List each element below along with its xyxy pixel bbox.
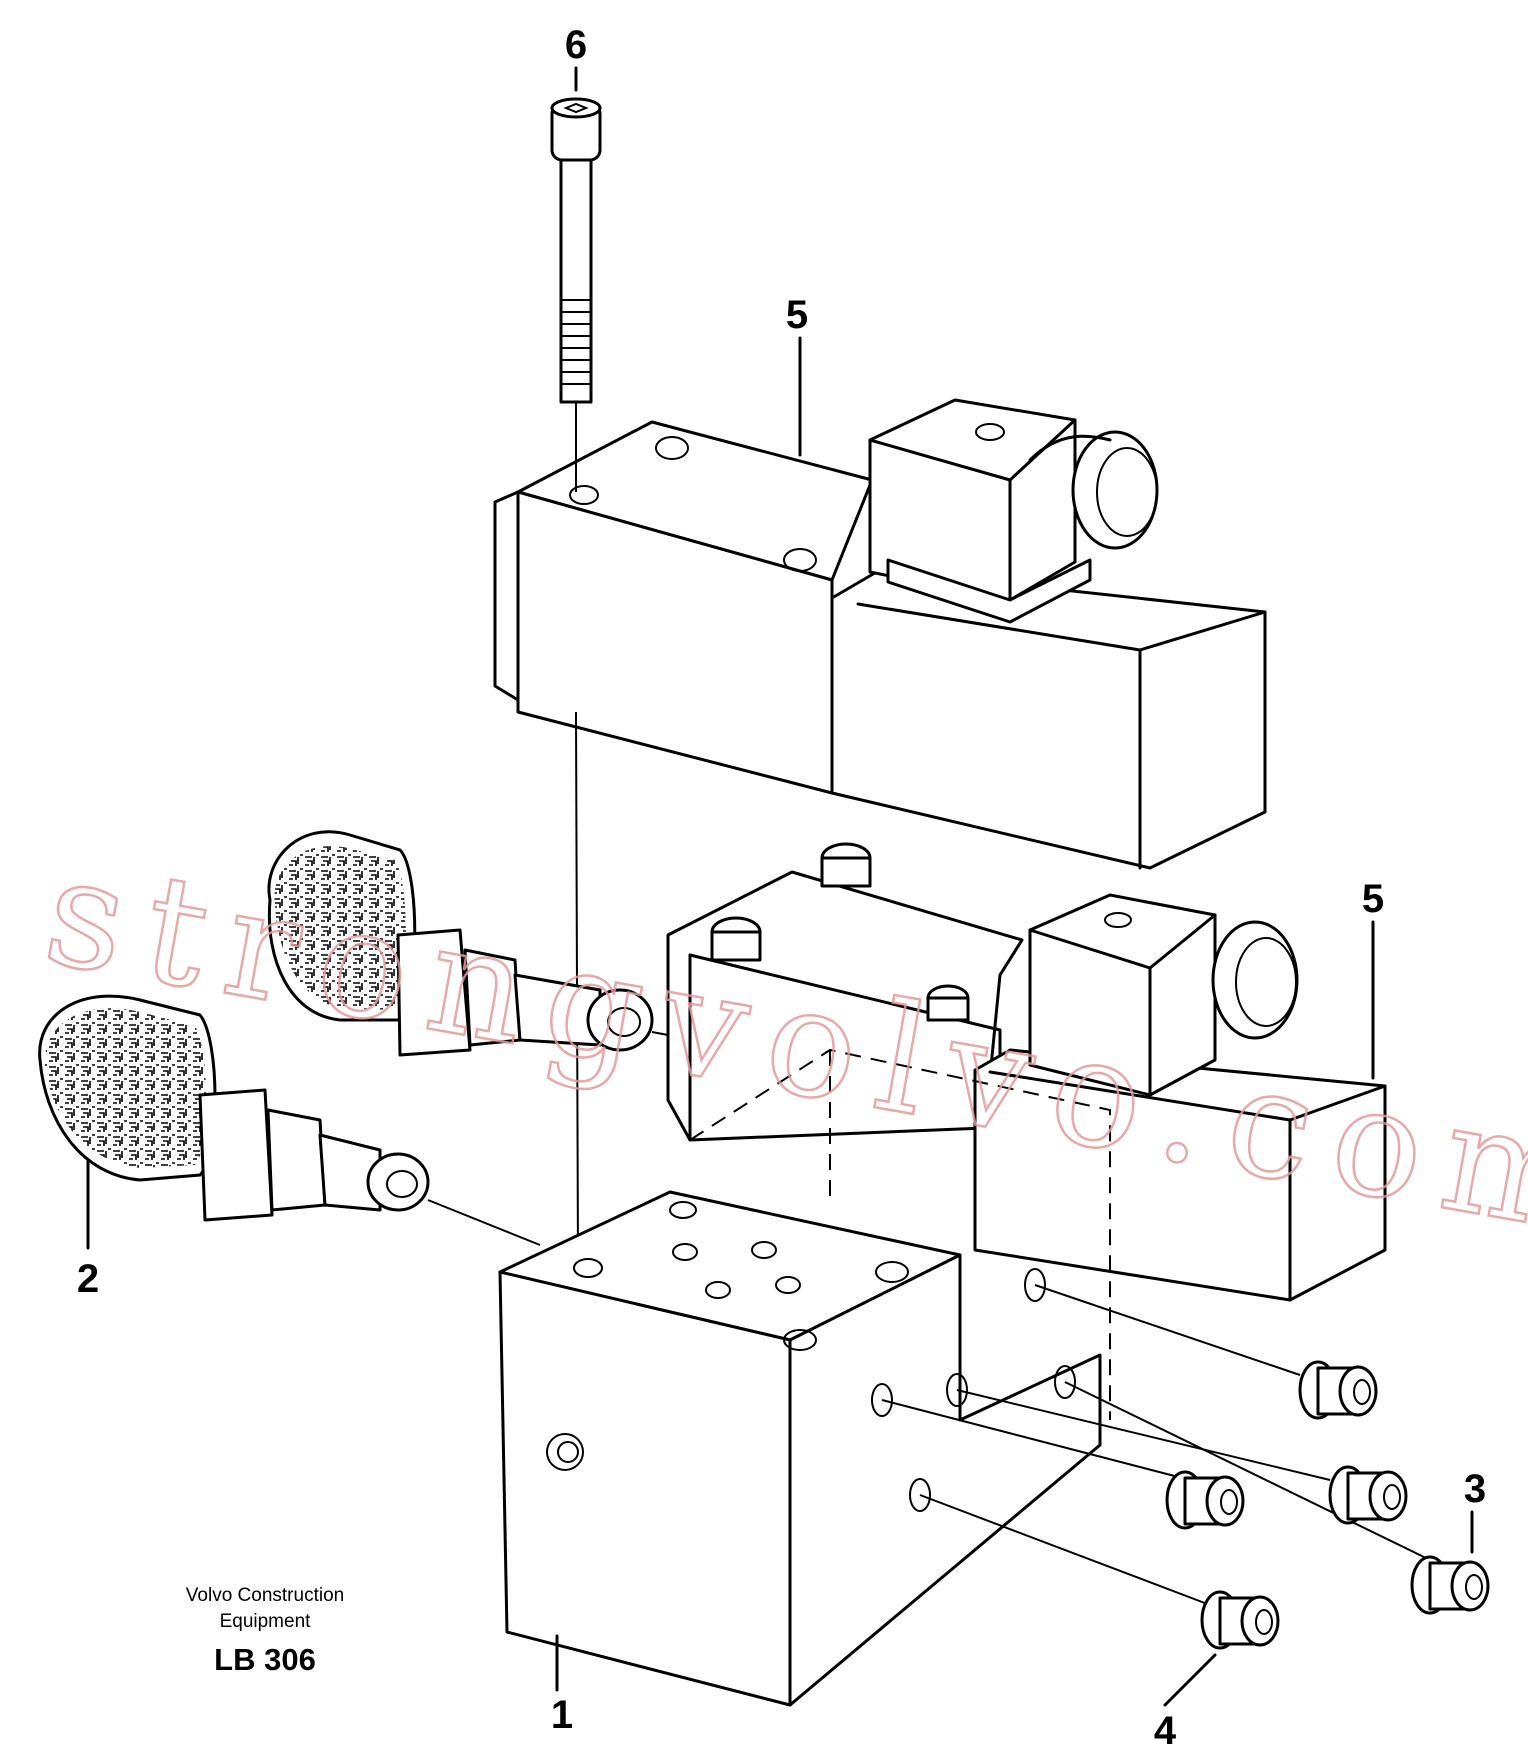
manifold-block — [498, 1048, 1111, 1707]
brand-line-1: Volvo Construction — [186, 1585, 344, 1606]
drawing-code: LB 306 — [214, 1642, 316, 1677]
brand-line-2: Equipment — [220, 1611, 312, 1632]
callout-1: 1 — [551, 1693, 573, 1737]
callout-6: 6 — [565, 23, 587, 67]
upper-solenoid-valve — [493, 398, 1267, 870]
leader-lines — [86, 66, 1474, 1707]
callout-4: 4 — [1154, 1709, 1177, 1750]
callout-3: 3 — [1464, 1467, 1486, 1511]
callout-5-upper: 5 — [786, 293, 808, 337]
plug-set — [881, 1284, 1490, 1650]
callout-2: 2 — [77, 1257, 99, 1301]
socket-head-bolt — [550, 97, 602, 1263]
relief-valve-upper — [267, 830, 669, 1057]
callout-5-lower: 5 — [1362, 877, 1384, 921]
relief-valve-lower — [38, 994, 541, 1246]
